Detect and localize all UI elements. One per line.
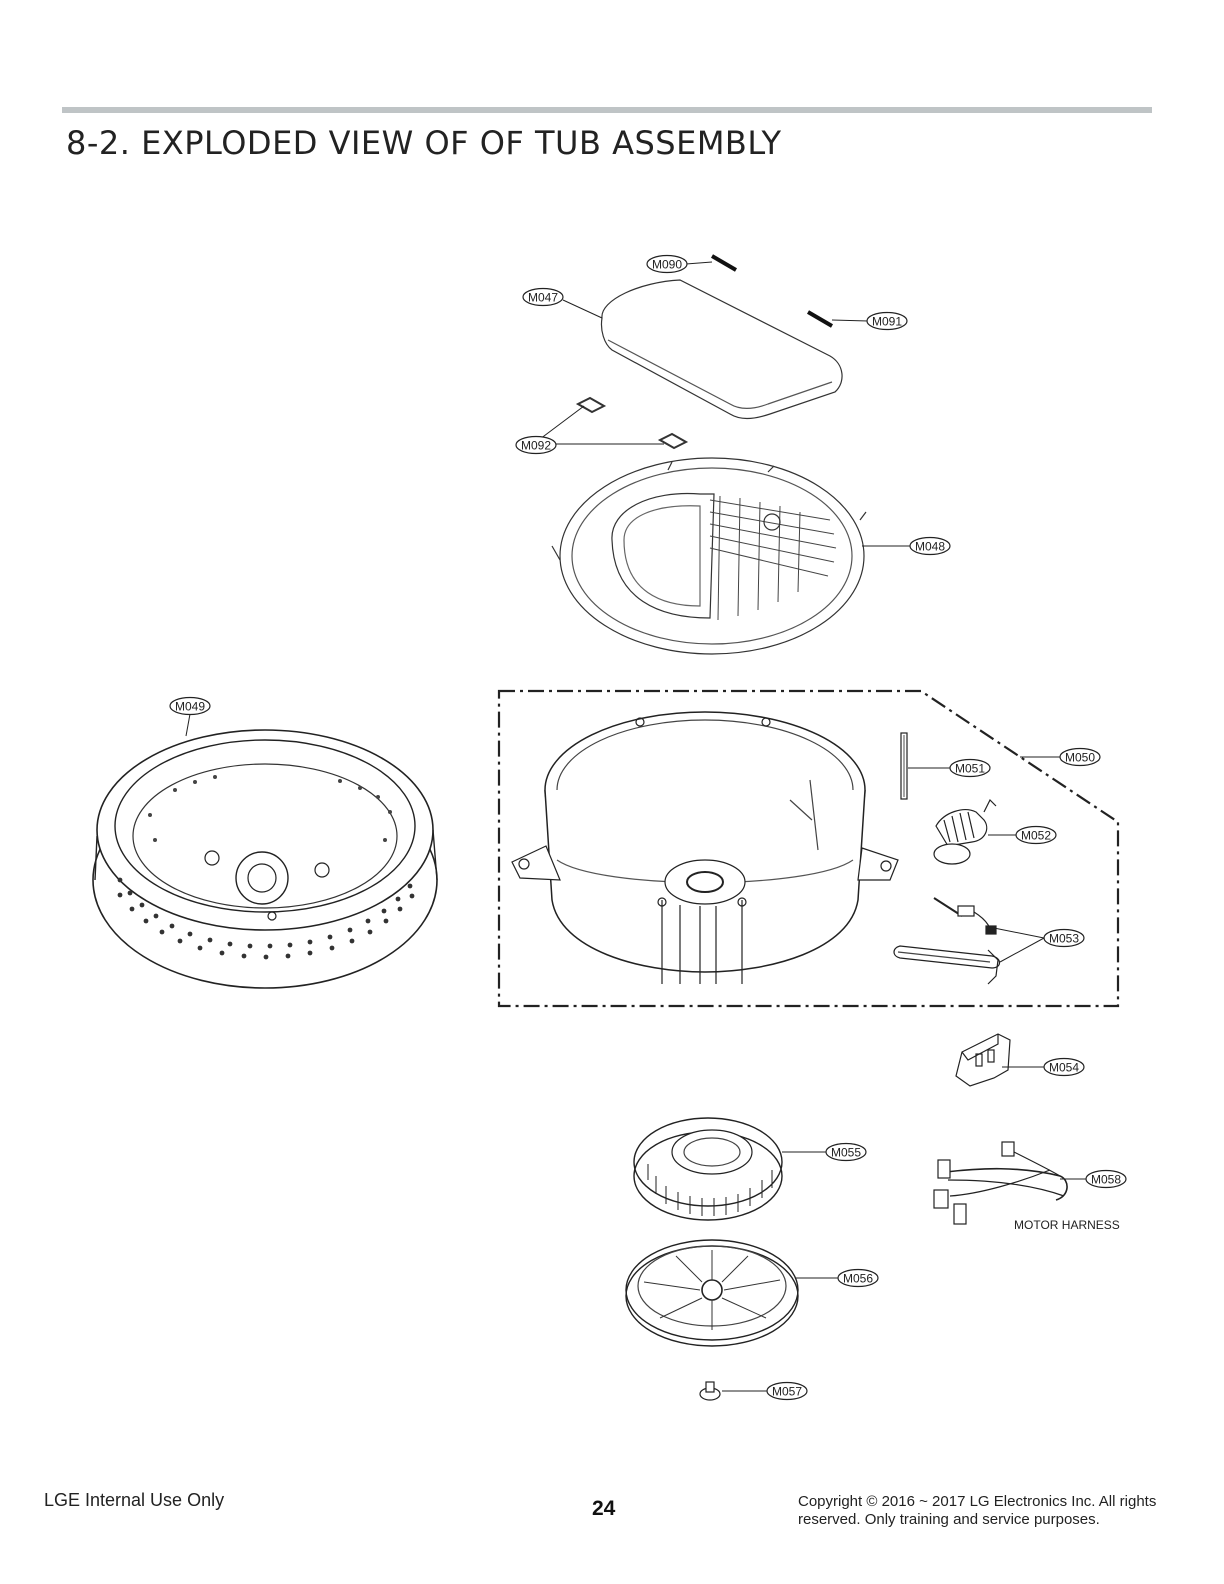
callout-M054: M054: [1043, 1057, 1085, 1077]
callout-M092: M092: [515, 435, 557, 455]
callout-label: M052: [1021, 829, 1051, 843]
callout-M051: M051: [949, 758, 991, 778]
drain-hose-part: [933, 798, 997, 865]
page-title: 8-2. EXPLODED VIEW OF OF TUB ASSEMBLY: [66, 124, 782, 162]
motor-harness-part: [933, 1141, 1068, 1225]
callout-label: M049: [175, 700, 205, 714]
callout-M058: M058: [1085, 1169, 1127, 1189]
callout-label: M053: [1049, 932, 1079, 946]
tub-part: [511, 711, 899, 984]
callout-label: M090: [652, 258, 682, 272]
callout-label: M057: [772, 1385, 802, 1399]
callout-label: M091: [872, 315, 902, 329]
callout-M091: M091: [866, 311, 908, 331]
tub-top-ring-part: [551, 457, 867, 655]
callout-M055: M055: [825, 1142, 867, 1162]
tub-cover-part: [600, 279, 843, 420]
cover-clip-part: [575, 396, 689, 450]
tub-group-boundary: [497, 689, 1120, 1008]
callout-M057: M057: [766, 1381, 808, 1401]
motor-harness-caption: MOTOR HARNESS: [1014, 1218, 1120, 1232]
drum-basket-part: [92, 729, 438, 989]
callout-M052: M052: [1015, 825, 1057, 845]
leader-lines: [185, 261, 1086, 1392]
header-rule: [62, 107, 1152, 113]
copyright-line-1: Copyright © 2016 ~ 2017 LG Electronics I…: [798, 1493, 1157, 1510]
callout-M050: M050: [1059, 747, 1101, 767]
hinge-pin-part: [710, 254, 834, 328]
callout-label: M050: [1065, 751, 1095, 765]
suspension-rod-part: [900, 732, 908, 800]
page-number: 24: [592, 1497, 616, 1520]
callout-M053: M053: [1043, 928, 1085, 948]
callout-label: M092: [521, 439, 551, 453]
callout-M090: M090: [646, 254, 688, 274]
callout-M056: M056: [837, 1268, 879, 1288]
callout-label: M058: [1091, 1173, 1121, 1187]
callout-label: M047: [528, 291, 558, 305]
callout-label: M055: [831, 1146, 861, 1160]
stator-part: [633, 1117, 783, 1221]
callout-label: M051: [955, 762, 985, 776]
heater-sensor-part: [893, 897, 1001, 985]
copyright-notice: Copyright © 2016 ~ 2017 LG Electronics I…: [798, 1493, 1198, 1529]
motor-bracket-part: [955, 1033, 1011, 1087]
copyright-line-2: reserved. Only training and service purp…: [798, 1511, 1100, 1528]
rotor-part: [625, 1239, 799, 1347]
callout-label: M056: [843, 1272, 873, 1286]
callout-M048: M048: [909, 536, 951, 556]
callout-label: M054: [1049, 1061, 1079, 1075]
rotor-bolt-part: [699, 1381, 721, 1401]
callout-M047: M047: [522, 287, 564, 307]
callout-M049: M049: [169, 696, 211, 716]
internal-use-notice: LGE Internal Use Only: [44, 1490, 225, 1510]
callout-label: M048: [915, 540, 945, 554]
